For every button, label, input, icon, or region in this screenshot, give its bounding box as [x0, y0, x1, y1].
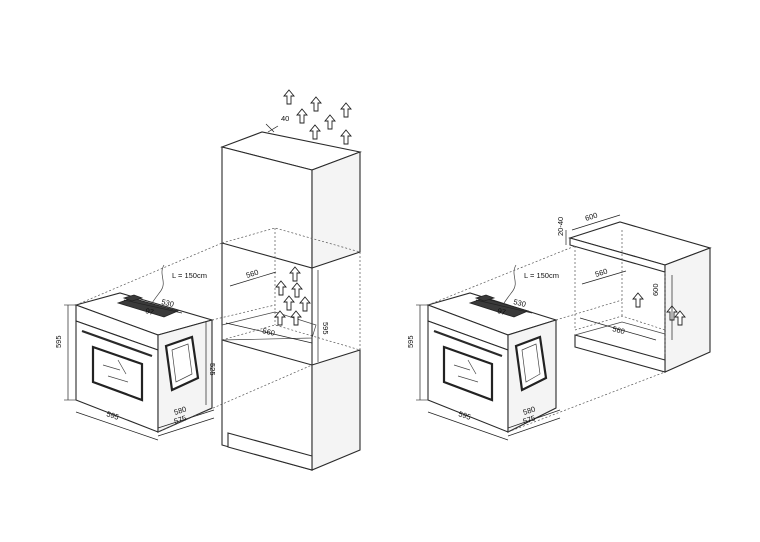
cable-length-label-right: L = 150cm [524, 271, 559, 280]
vent-arrow-icon [274, 310, 286, 326]
dim-depth-a-right: 580 [522, 404, 537, 416]
dim-niche-height-right: 600 [651, 283, 660, 296]
dim-depth-top-right: 600 [584, 211, 599, 223]
dim-gap-top: 40 [281, 114, 289, 123]
right-oven-dimensions: 595 595 530 97 580 575 [406, 245, 666, 441]
left-oven-dimensions: 595 595 530 97 525 580 575 [54, 242, 313, 441]
tall-cabinet [220, 131, 362, 471]
dim-side-height: 525 [208, 363, 217, 376]
vent-arrow-icon [283, 295, 295, 311]
dim-depth-b: 575 [173, 413, 188, 425]
right-oven: L = 150cm [426, 264, 559, 433]
vent-arrow-icon [340, 129, 352, 145]
vent-arrow-icon [310, 96, 322, 112]
dim-offset-right: 97 [497, 306, 507, 317]
ventilation-arrows-top [283, 89, 352, 145]
vent-arrow-icon [632, 292, 644, 308]
vent-arrow-icon [324, 114, 336, 130]
vent-arrow-icon [283, 89, 295, 105]
dim-oven-height: 595 [54, 335, 63, 348]
dim-depth-a: 580 [173, 404, 188, 416]
tall-cabinet-dimensions: 40 560 560 595 [225, 114, 330, 362]
cable-length-label: L = 150cm [172, 271, 207, 280]
dim-niche-width-right: 560 [611, 324, 625, 336]
ventilation-arrows-niche [274, 266, 311, 326]
dim-oven-width-right: 595 [457, 409, 472, 421]
vent-arrow-icon [296, 108, 308, 124]
dim-depth-top: 530 [161, 297, 175, 309]
dim-niche-width: 560 [262, 326, 276, 338]
under-counter-dimensions: 20-40 600 560 560 600 [556, 211, 673, 341]
dim-niche-depth-right: 560 [594, 267, 609, 279]
vent-arrow-icon [291, 282, 303, 298]
left-oven: L = 150cm [74, 264, 215, 433]
vent-arrow-icon [290, 310, 302, 326]
dim-niche-height: 595 [321, 322, 330, 335]
vent-arrow-icon [340, 102, 352, 118]
dim-depth-top-right-oven: 530 [513, 297, 527, 309]
vent-arrow-icon [275, 280, 287, 296]
vent-arrow-icon [299, 296, 311, 312]
dim-gap-top-right: 20-40 [556, 217, 565, 236]
dim-offset: 97 [145, 306, 155, 317]
vent-arrow-icon [309, 124, 321, 140]
under-counter-cabinet [568, 221, 712, 373]
dim-oven-width: 595 [105, 409, 120, 421]
dim-depth-b-right: 575 [522, 413, 537, 425]
vent-arrow-icon [289, 266, 301, 282]
dim-niche-depth: 560 [245, 268, 260, 280]
dim-oven-height-right: 595 [406, 335, 415, 348]
